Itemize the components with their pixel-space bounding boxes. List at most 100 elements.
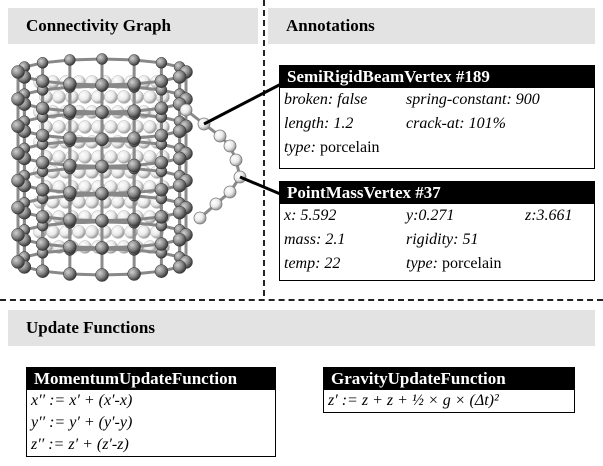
inner-node <box>65 120 79 134</box>
inner-node <box>78 120 92 134</box>
lattice-nodes <box>11 53 193 282</box>
lattice-node <box>11 65 25 79</box>
lattice-node <box>35 237 50 251</box>
lattice-node <box>95 105 109 119</box>
momentum-function-card[interactable]: MomentumUpdateFunction x′′ := x′ + (x′-x… <box>26 367 276 457</box>
lattice-node <box>154 128 169 143</box>
lattice-node <box>172 260 187 274</box>
inner-node <box>52 90 66 104</box>
lattice-node <box>63 240 77 254</box>
point-type-value: porcelain <box>437 255 502 272</box>
update-functions-header: Update Functions <box>8 310 595 346</box>
lattice-node <box>154 155 169 170</box>
point-x: x: 5.592 <box>284 207 337 224</box>
point-mass: mass: 2.1 <box>284 231 346 248</box>
annotations-header: Annotations <box>268 8 595 44</box>
lattice-node <box>11 92 25 106</box>
point-rigidity: rigidity: 51 <box>406 231 479 248</box>
lattice-node <box>155 57 168 69</box>
lattice-node <box>63 131 77 146</box>
lattice-node <box>63 77 77 91</box>
lattice-node <box>154 210 169 224</box>
lattice-node <box>35 128 50 143</box>
lattice-node <box>63 267 77 281</box>
lattice-node <box>11 255 25 269</box>
lattice-node <box>35 264 50 278</box>
inner-node <box>117 120 131 134</box>
inner-node <box>111 195 125 209</box>
inner-node <box>98 225 112 239</box>
momentum-function-title: MomentumUpdateFunction <box>27 368 275 390</box>
inner-node <box>111 225 125 239</box>
inner-node <box>85 225 99 239</box>
lattice-node <box>63 212 77 227</box>
inner-node <box>130 120 144 134</box>
lattice-node <box>95 268 109 282</box>
lattice-node <box>127 267 141 281</box>
lattice-node <box>128 54 140 66</box>
lattice-node <box>95 241 109 255</box>
lattice-node <box>172 151 187 166</box>
lattice-node <box>95 132 109 147</box>
inner-node <box>117 150 131 164</box>
horizontal-divider <box>0 299 603 301</box>
lattice-node <box>35 155 50 170</box>
lattice-node <box>63 185 77 200</box>
inner-node <box>104 120 118 134</box>
lattice-node <box>11 200 25 215</box>
lattice-node <box>95 186 109 201</box>
chain-node <box>179 103 193 117</box>
chain-node <box>223 185 237 199</box>
lattice-node <box>11 228 25 242</box>
point-vertex-title: PointMassVertex #37 <box>280 182 594 204</box>
lattice-node <box>127 104 141 118</box>
beam-type-value: porcelain <box>315 139 380 156</box>
lattice-node <box>127 185 141 200</box>
lattice-node <box>127 77 141 91</box>
point-temp: temp: 22 <box>284 255 341 272</box>
inner-node <box>117 90 131 104</box>
point-type-label: type: <box>406 255 438 272</box>
gravity-function-title: GravityUpdateFunction <box>324 368 574 390</box>
momentum-line-x: x′′ := x′ + (x′-x) <box>31 392 133 409</box>
inner-node <box>52 150 66 164</box>
lattice-node <box>36 57 49 69</box>
lattice-node <box>127 212 141 227</box>
lattice-node <box>35 210 50 224</box>
chain-node <box>213 129 227 143</box>
point-callout-line <box>239 175 286 198</box>
beam-type-label: type: <box>284 139 316 156</box>
lattice-node <box>154 101 169 116</box>
lattice-node <box>35 101 50 116</box>
gravity-formula: z′ := z + z + ½ × g × (Δt)² <box>328 392 499 409</box>
lattice-node <box>11 146 25 161</box>
inner-node <box>46 225 60 239</box>
gravity-function-card[interactable]: GravityUpdateFunction z′ := z + z + ½ × … <box>323 367 575 413</box>
chain-node <box>209 197 223 211</box>
lattice-node <box>127 131 141 146</box>
lattice-node <box>172 124 187 139</box>
connectivity-graph-header: Connectivity Graph <box>8 8 258 44</box>
lattice-node <box>11 119 25 134</box>
lattice-node <box>172 70 187 84</box>
lattice-node <box>154 183 169 197</box>
lattice-node <box>35 74 50 88</box>
lattice-node <box>35 183 50 197</box>
lattice-node <box>172 233 187 247</box>
lattice-node <box>11 173 25 188</box>
lattice-node <box>172 178 187 193</box>
inner-node <box>143 120 157 134</box>
lattice-node <box>95 213 109 228</box>
point-vertex-card[interactable]: PointMassVertex #37 x: 5.592 y:0.271 z:3… <box>279 181 595 281</box>
momentum-line-y: y′′ := y′ + (y′-y) <box>31 414 133 431</box>
momentum-line-z: z′′ := z′ + (z′-z) <box>31 436 129 453</box>
inner-node <box>78 90 92 104</box>
chain-node <box>223 139 237 153</box>
lattice-node <box>64 54 76 66</box>
inner-node <box>104 90 118 104</box>
beam-vertex-card[interactable]: SemiRigidBeamVertex #189 broken: false s… <box>279 65 595 169</box>
lattice-node <box>172 205 187 220</box>
beam-spring-constant: spring-constant: 900 <box>406 91 540 108</box>
beam-vertex-title: SemiRigidBeamVertex #189 <box>280 66 594 88</box>
beam-length: length: 1.2 <box>284 115 354 132</box>
